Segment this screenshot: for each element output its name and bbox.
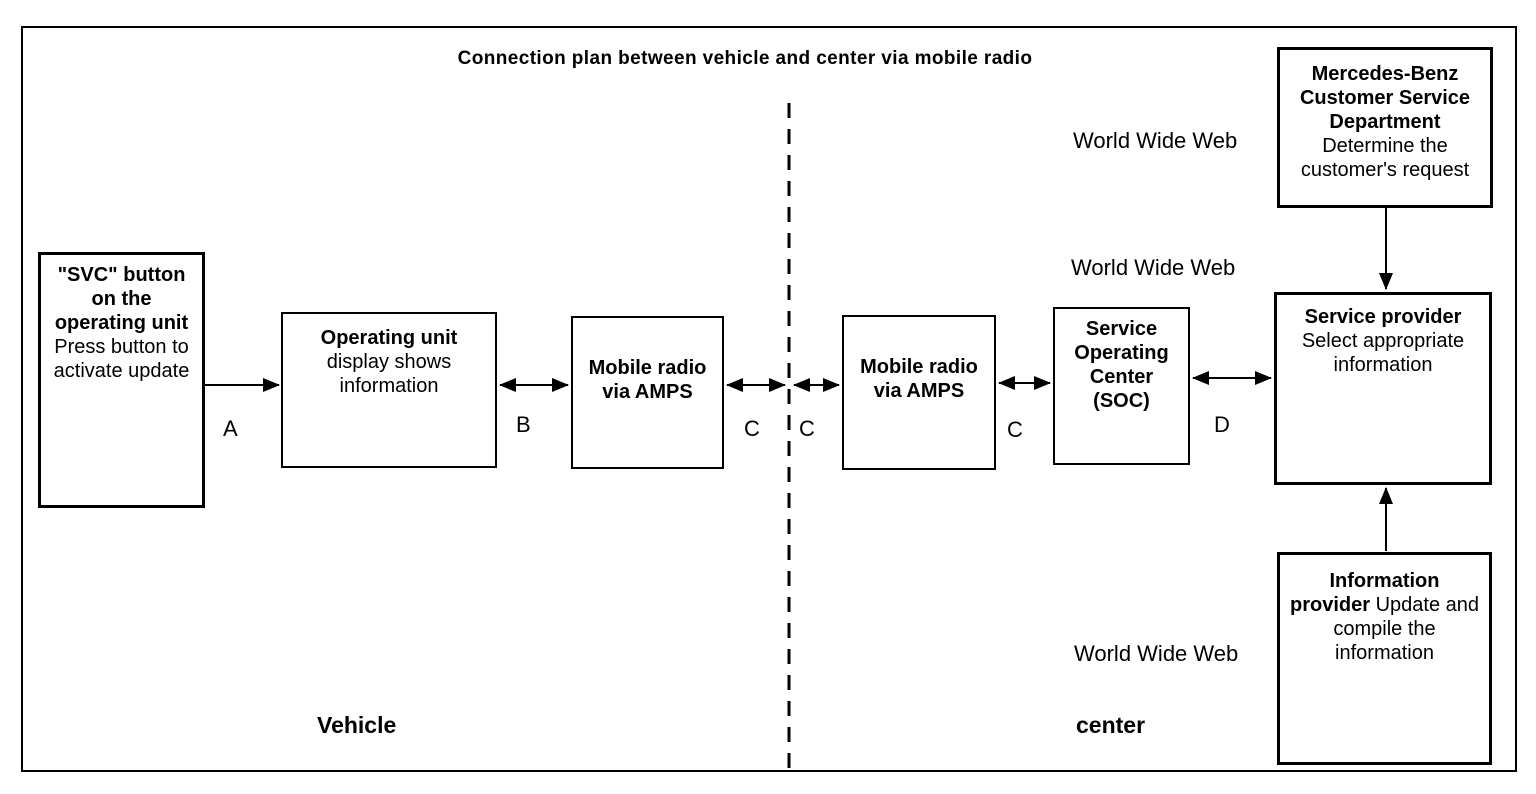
soc-box-title: Service Operating Center (SOC)	[1074, 318, 1169, 412]
link-label-a: A	[223, 416, 238, 441]
mercedes-customer-service-box-title: Mercedes-Benz Customer Service Departmen…	[1299, 63, 1471, 133]
information-provider-box-title-line2: provider	[1289, 594, 1371, 616]
service-provider-box-body: Select appropriate information	[1301, 330, 1465, 376]
mobile-radio-vehicle-box: Mobile radio via AMPS	[571, 316, 724, 469]
vehicle-label: Vehicle	[317, 712, 397, 738]
link-label-c-center-radio: C	[1007, 417, 1023, 442]
www-label-top: World Wide Web	[1073, 128, 1238, 153]
information-provider-box: Information provider Update and compile …	[1277, 552, 1492, 765]
diagram-border	[21, 26, 1517, 772]
diagram-title: Connection plan between vehicle and cent…	[457, 48, 1033, 69]
mercedes-customer-service-box: Mercedes-Benz Customer Service Departmen…	[1277, 47, 1493, 208]
service-provider-box: Service provider Select appropriate info…	[1274, 292, 1492, 485]
www-label-bottom: World Wide Web	[1074, 641, 1239, 666]
information-provider-box-title-line1: Information	[1329, 570, 1440, 592]
www-label-middle: World Wide Web	[1071, 255, 1236, 280]
service-provider-box-title: Service provider	[1304, 306, 1462, 328]
svc-button-box: "SVC" button on the operating unit Press…	[38, 252, 205, 508]
svc-button-box-body: Press button to activate update	[53, 336, 190, 382]
operating-unit-box: Operating unit display shows information	[281, 312, 497, 468]
link-label-c-divider-left: C	[744, 416, 760, 441]
soc-box: Service Operating Center (SOC)	[1053, 307, 1190, 465]
link-label-b: B	[516, 412, 531, 437]
mobile-radio-center-box-title: Mobile radio via AMPS	[860, 356, 978, 402]
operating-unit-box-title: Operating unit	[320, 327, 458, 349]
information-provider-box-body-rest: compile the information	[1333, 618, 1436, 664]
mobile-radio-center-box: Mobile radio via AMPS	[842, 315, 996, 470]
information-provider-box-text: Information provider Update and compile …	[1280, 569, 1489, 665]
svc-button-box-title: "SVC" button on the operating unit	[54, 264, 189, 334]
mercedes-customer-service-box-body: Determine the customer's request	[1300, 135, 1470, 181]
information-provider-box-body-inline: Update and	[1370, 594, 1479, 616]
operating-unit-box-body: display shows information	[326, 351, 452, 397]
center-label: center	[1076, 712, 1146, 738]
link-label-d: D	[1214, 412, 1230, 437]
link-label-c-divider-right: C	[799, 416, 815, 441]
mobile-radio-vehicle-box-title: Mobile radio via AMPS	[588, 357, 707, 403]
